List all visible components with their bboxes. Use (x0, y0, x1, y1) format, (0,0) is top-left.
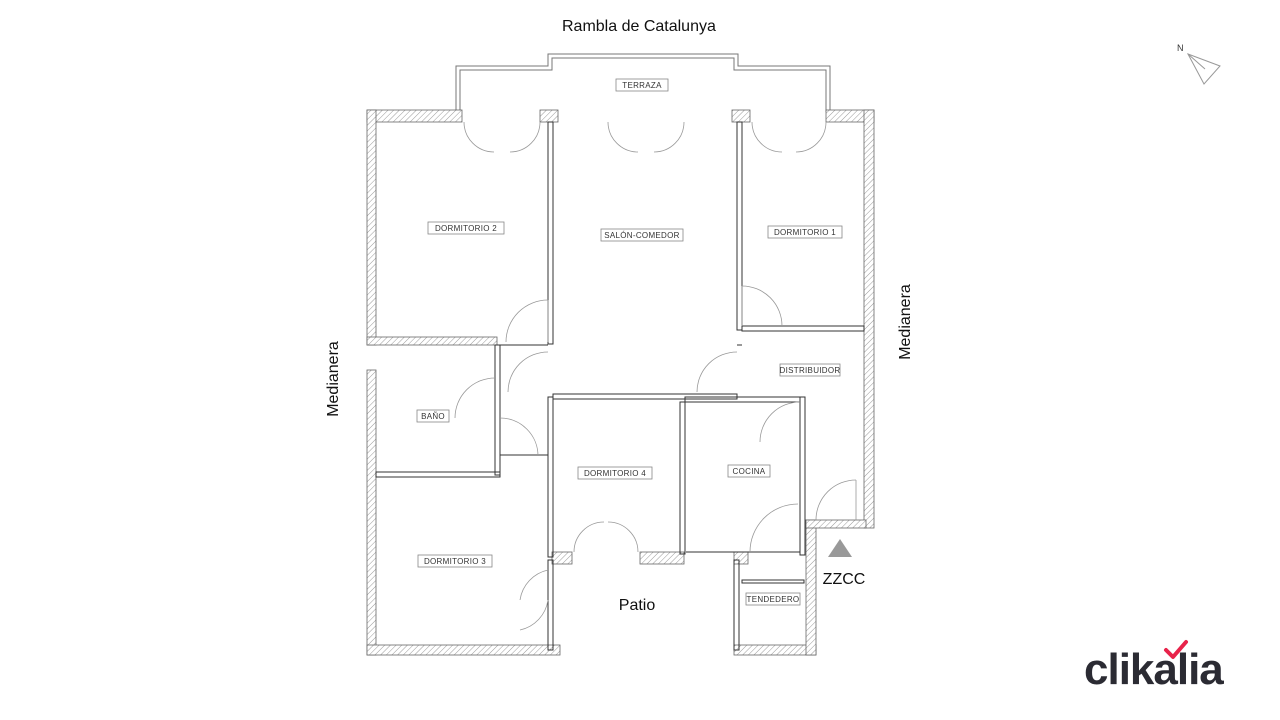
room-label-terraza: TERRAZA (622, 81, 662, 90)
exterior-walls (366, 109, 875, 656)
room-label-boxes (416, 78, 843, 606)
room-label-salon-comedor: SALÓN-COMEDOR (604, 231, 679, 240)
room-label-distribuidor: DISTRIBUIDOR (780, 366, 841, 375)
room-label-dormitorio-4: DORMITORIO 4 (584, 469, 646, 478)
room-label-dormitorio-3: DORMITORIO 3 (424, 557, 486, 566)
street-label-top: Rambla de Catalunya (562, 18, 716, 35)
room-label-cocina: COCINA (733, 467, 766, 476)
brand-logo: clikalia (1084, 645, 1224, 694)
north-arrow-icon (1186, 53, 1221, 85)
terrace-outline (455, 53, 831, 112)
door-swings (454, 121, 857, 631)
north-arrow-label: N (1177, 43, 1184, 53)
interior-walls (375, 121, 865, 651)
common-areas-label: ZZCC (823, 571, 866, 588)
patio-label: Patio (619, 597, 656, 614)
room-label-tendedero: TENDEDERO (747, 595, 800, 604)
room-label-dormitorio-1: DORMITORIO 1 (774, 228, 836, 237)
room-label-bano: BAÑO (421, 412, 445, 421)
common-areas-arrow-icon (828, 539, 852, 557)
room-label-dormitorio-2: DORMITORIO 2 (435, 224, 497, 233)
brand-check-icon (1164, 640, 1188, 659)
